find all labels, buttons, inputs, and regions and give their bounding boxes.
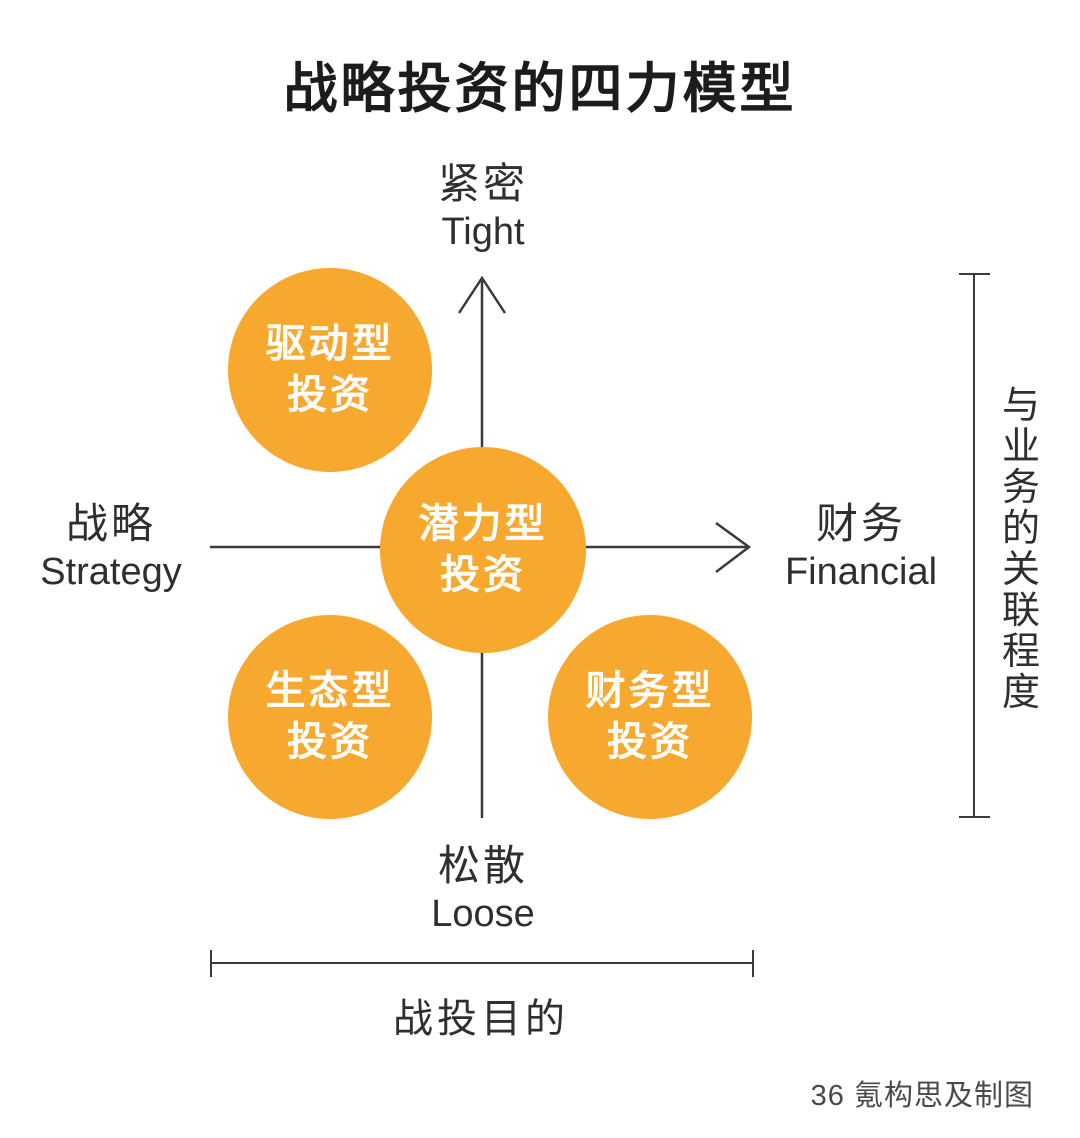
up-arrowhead-icon: [457, 275, 507, 314]
axis-label-financial-zh: 财务: [815, 500, 906, 547]
axis-label-tight-zh: 紧密: [437, 160, 528, 207]
investment-purpose-label: 战投目的: [393, 997, 569, 1041]
page-title: 战略投资的四力模型: [283, 59, 797, 119]
circle-ecosystem-investment: 生态型 投资: [228, 615, 432, 819]
credit-label: 36 氪构思及制图: [810, 1080, 1034, 1112]
bottom-range-bracket: [210, 950, 754, 977]
circle-financial-line2: 投资: [607, 720, 693, 764]
axis-label-tight: 紧密 Tight: [333, 160, 633, 256]
right-arrowhead-icon: [715, 521, 752, 573]
business-relation-degree-label: 与业务的关联程度: [1001, 385, 1040, 714]
circle-potential-line2: 投资: [440, 553, 526, 597]
axis-label-loose-en: Loose: [431, 893, 535, 935]
circle-ecosystem-line2: 投资: [287, 720, 373, 764]
circle-financial-investment: 财务型 投资: [548, 615, 752, 819]
axis-label-tight-en: Tight: [441, 211, 525, 253]
right-range-bracket: [959, 273, 990, 818]
axis-label-financial: 财务 Financial: [730, 500, 992, 596]
axis-label-financial-en: Financial: [784, 551, 938, 593]
circle-potential-line1: 潜力型: [418, 502, 548, 546]
axis-label-strategy-en: Strategy: [40, 551, 182, 593]
circle-financial-line1: 财务型: [585, 669, 715, 713]
circle-potential-investment: 潜力型 投资: [380, 447, 586, 653]
circle-driving-line2: 投资: [287, 373, 373, 417]
axis-label-loose: 松散 Loose: [333, 842, 633, 938]
circle-ecosystem-line1: 生态型: [265, 669, 395, 713]
circle-driving-investment: 驱动型 投资: [228, 268, 432, 472]
axis-label-strategy-zh: 战略: [65, 500, 156, 547]
axis-label-loose-zh: 松散: [437, 842, 528, 889]
circle-driving-line1: 驱动型: [265, 322, 395, 366]
axis-label-strategy: 战略 Strategy: [0, 500, 222, 596]
